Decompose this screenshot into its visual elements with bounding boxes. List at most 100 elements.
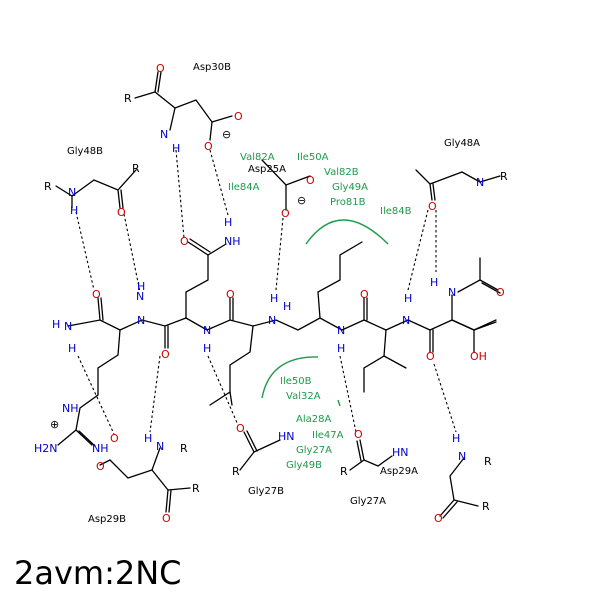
hydrogen-label: H: [224, 216, 232, 229]
r-group-label: R: [500, 170, 508, 183]
hydrophobic-label: Gly27A: [296, 445, 332, 456]
r-group-label: R: [484, 455, 492, 468]
oxygen-label: O: [161, 348, 170, 361]
nitrogen-label: N: [160, 128, 168, 141]
nitrogen-label: H: [52, 318, 60, 331]
r-group-label: R: [180, 442, 188, 455]
hydrophobic-contacts: [261, 219, 389, 407]
residue-label-gly48a: Gly48A: [444, 138, 480, 149]
oxygen-label: O: [204, 140, 213, 153]
hydrophobic-label: Ile84B: [380, 206, 412, 217]
oxygen-label: O: [226, 288, 235, 301]
hydroxyl-label: OH: [470, 350, 487, 363]
atom-labels: R R R R R R R R R R O O O O O O O O O O …: [34, 62, 508, 525]
oxygen-label: O: [110, 432, 119, 445]
hydrophobic-labels: Val82A Ile50A Ile84A Val82B Gly49A Pro81…: [228, 152, 412, 471]
r-group-label: R: [132, 162, 140, 175]
oxygen-label: O: [234, 110, 243, 123]
hydrophobic-label: Ile84A: [228, 182, 260, 193]
nitrogen-label: N: [203, 324, 211, 337]
nitrogen-label: N: [64, 320, 72, 333]
residue-label-gly27b: Gly27B: [248, 486, 284, 497]
nitrogen-label: N: [136, 290, 144, 303]
oxygen-label: O: [496, 286, 505, 299]
hydrophobic-label: Val32A: [286, 391, 321, 402]
oxygen-label: O: [96, 460, 105, 473]
nitrogen-label: NH: [62, 402, 79, 415]
nitrogen-label: N: [458, 450, 466, 463]
charges: ⊖ ⊖ ⊕: [50, 128, 306, 431]
oxygen-label: O: [428, 200, 437, 213]
ligand-bonds: [57, 238, 501, 447]
hydrophobic-label: Val82A: [240, 152, 275, 163]
residue-label-asp25a: Asp25A: [248, 164, 286, 175]
hydrogen-label: H: [270, 292, 278, 305]
nitrogen-label: N: [476, 176, 484, 189]
hydrogen-label: H: [283, 300, 291, 313]
oxygen-label: O: [306, 174, 315, 187]
hydrogen-label: H: [68, 342, 76, 355]
r-group-label: R: [340, 465, 348, 478]
hydrophobic-arc-bottom: [261, 356, 319, 399]
oxygen-label: O: [92, 288, 101, 301]
hydrophobic-label: Ile50B: [280, 376, 312, 387]
residue-label-gly27a: Gly27A: [350, 496, 386, 507]
hydrophobic-label: Ile47A: [312, 430, 344, 441]
nitrogen-label: N: [137, 314, 145, 327]
oxygen-label: O: [236, 422, 245, 435]
negative-charge-icon: ⊖: [222, 128, 231, 141]
oxygen-label: O: [354, 428, 363, 441]
nitrogen-label: N: [337, 324, 345, 337]
r-group-label: R: [124, 92, 132, 105]
amine-label: HN: [278, 430, 295, 443]
hydrogen-label: H: [452, 432, 460, 445]
diagram-title: 2avm:2NC: [14, 554, 182, 592]
hydrogen-label: H: [430, 276, 438, 289]
hydrogen-label: H: [172, 142, 180, 155]
residue-label-asp29b: Asp29B: [88, 514, 126, 525]
hydrophobic-label: Gly49A: [332, 182, 368, 193]
hydrogen-label: H: [137, 280, 145, 293]
r-group-label: R: [232, 465, 240, 478]
hydrophobic-label: Gly49B: [286, 460, 322, 471]
r-group-label: R: [482, 500, 490, 513]
hydrogen-label: H: [404, 292, 412, 305]
oxygen-label: O: [360, 288, 369, 301]
hydrogen-bonds: [71, 149, 457, 435]
oxygen-label: O: [162, 512, 171, 525]
nitrogen-label: N: [448, 286, 456, 299]
negative-charge-icon: ⊖: [297, 194, 306, 207]
r-group-label: R: [192, 482, 200, 495]
oxygen-label: O: [281, 207, 290, 220]
hydrophobic-label: Ala28A: [296, 414, 331, 425]
nitrogen-label: NH: [224, 235, 241, 248]
oxygen-label: O: [117, 206, 126, 219]
positive-charge-icon: ⊕: [50, 418, 59, 431]
amine-label: H2N: [34, 442, 58, 455]
oxygen-label: O: [180, 235, 189, 248]
oxygen-label: O: [434, 512, 443, 525]
hydrogen-label: H: [144, 432, 152, 445]
residue-label-asp29a: Asp29A: [380, 466, 418, 477]
hydrophobic-label: Pro81B: [330, 197, 366, 208]
oxygen-label: O: [426, 350, 435, 363]
r-group-label: R: [44, 180, 52, 193]
residue-label-gly48b: Gly48B: [67, 146, 103, 157]
amine-label: HN: [392, 446, 409, 459]
nitrogen-label: N: [156, 440, 164, 453]
hydrogen-label: H: [203, 342, 211, 355]
amine-label: NH: [92, 442, 109, 455]
residue-labels: Asp30B Gly48B Gly48A Asp25A Asp29B Gly27…: [67, 62, 480, 525]
nitrogen-label: N: [402, 314, 410, 327]
hydrogen-label: H: [70, 204, 78, 217]
oxygen-label: O: [156, 62, 165, 75]
nitrogen-label: N: [268, 314, 276, 327]
residue-bonds: [55, 71, 501, 519]
hydrogen-label: H: [337, 342, 345, 355]
hydrophobic-label: Val82B: [324, 167, 359, 178]
nitrogen-label: N: [68, 186, 76, 199]
hydrophobic-label: Ile50A: [297, 152, 329, 163]
residue-label-asp30b: Asp30B: [193, 62, 231, 73]
hydrophobic-arc-top: [305, 219, 389, 245]
